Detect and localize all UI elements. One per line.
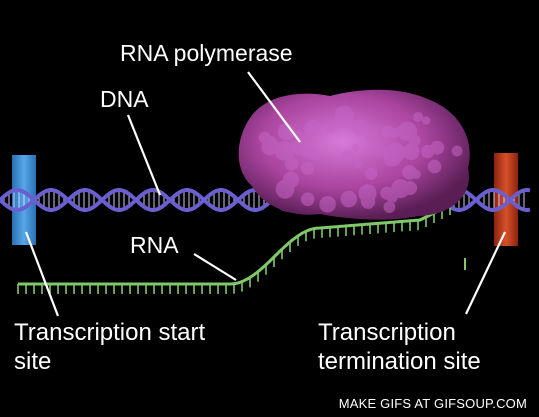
polymerase-texture-bump [364, 167, 378, 181]
polymerase-texture-bump [351, 143, 360, 152]
polymerase-texture-bump [311, 151, 321, 161]
polymerase-texture-bump [373, 144, 387, 157]
polymerase-texture-bump [351, 119, 368, 136]
rna-strand [17, 203, 466, 294]
polymerase-texture-bump [364, 133, 375, 144]
pointer-line-termination-site [465, 231, 506, 315]
rna-polymerase-label: RNA polymerase [120, 40, 293, 66]
polymerase-texture-bump [277, 123, 295, 141]
polymerase-texture-bump [427, 159, 442, 174]
polymerase-texture-bump [282, 171, 300, 188]
polymerase-texture-bump [300, 192, 315, 207]
polymerase-texture-bump [380, 186, 394, 200]
polymerase-texture-bump [300, 161, 314, 175]
polymerase-texture-bump [353, 159, 363, 169]
pointer-line-dna [126, 114, 162, 196]
start-site-label: Transcription start site [14, 319, 206, 375]
polymerase-texture-bump [402, 165, 417, 180]
termination-site-label: Transcription termination site [318, 319, 481, 375]
polymerase-texture-bump [284, 152, 294, 161]
pointer-line-polymerase [247, 71, 301, 143]
polymerase-texture-bump [383, 201, 396, 214]
polymerase-texture-bump [397, 121, 418, 141]
polymerase-texture-bump [381, 125, 394, 138]
polymerase-texture-bump [451, 145, 463, 157]
polymerase-texture-bump [402, 143, 420, 161]
polymerase-texture-bump [340, 190, 358, 208]
polymerase-texture-bump [334, 105, 354, 125]
polymerase-texture-bump [319, 196, 336, 213]
polymerase-texture-bump [325, 121, 337, 134]
pointer-line-rna [193, 253, 237, 281]
polymerase-texture-bump [341, 149, 355, 164]
polymerase-texture-bump [304, 119, 322, 137]
polymerase-texture-bump [385, 142, 406, 163]
polymerase-texture-bump [413, 112, 424, 122]
pointer-line-start-site [24, 231, 60, 317]
polymerase-texture-bump [403, 181, 418, 196]
watermark: MAKE GIFS AT GIFSOUP.COM [338, 396, 527, 411]
polymerase-texture-bump [293, 131, 302, 140]
polymerase-texture-bump [263, 135, 278, 150]
polymerase-texture-bump [360, 194, 376, 209]
polymerase-texture-bump [430, 140, 445, 155]
rna-polymerase-shape [238, 89, 470, 220]
dna-label: DNA [100, 86, 149, 112]
polymerase-texture-bump [421, 116, 431, 125]
rna-label: RNA [130, 232, 179, 258]
